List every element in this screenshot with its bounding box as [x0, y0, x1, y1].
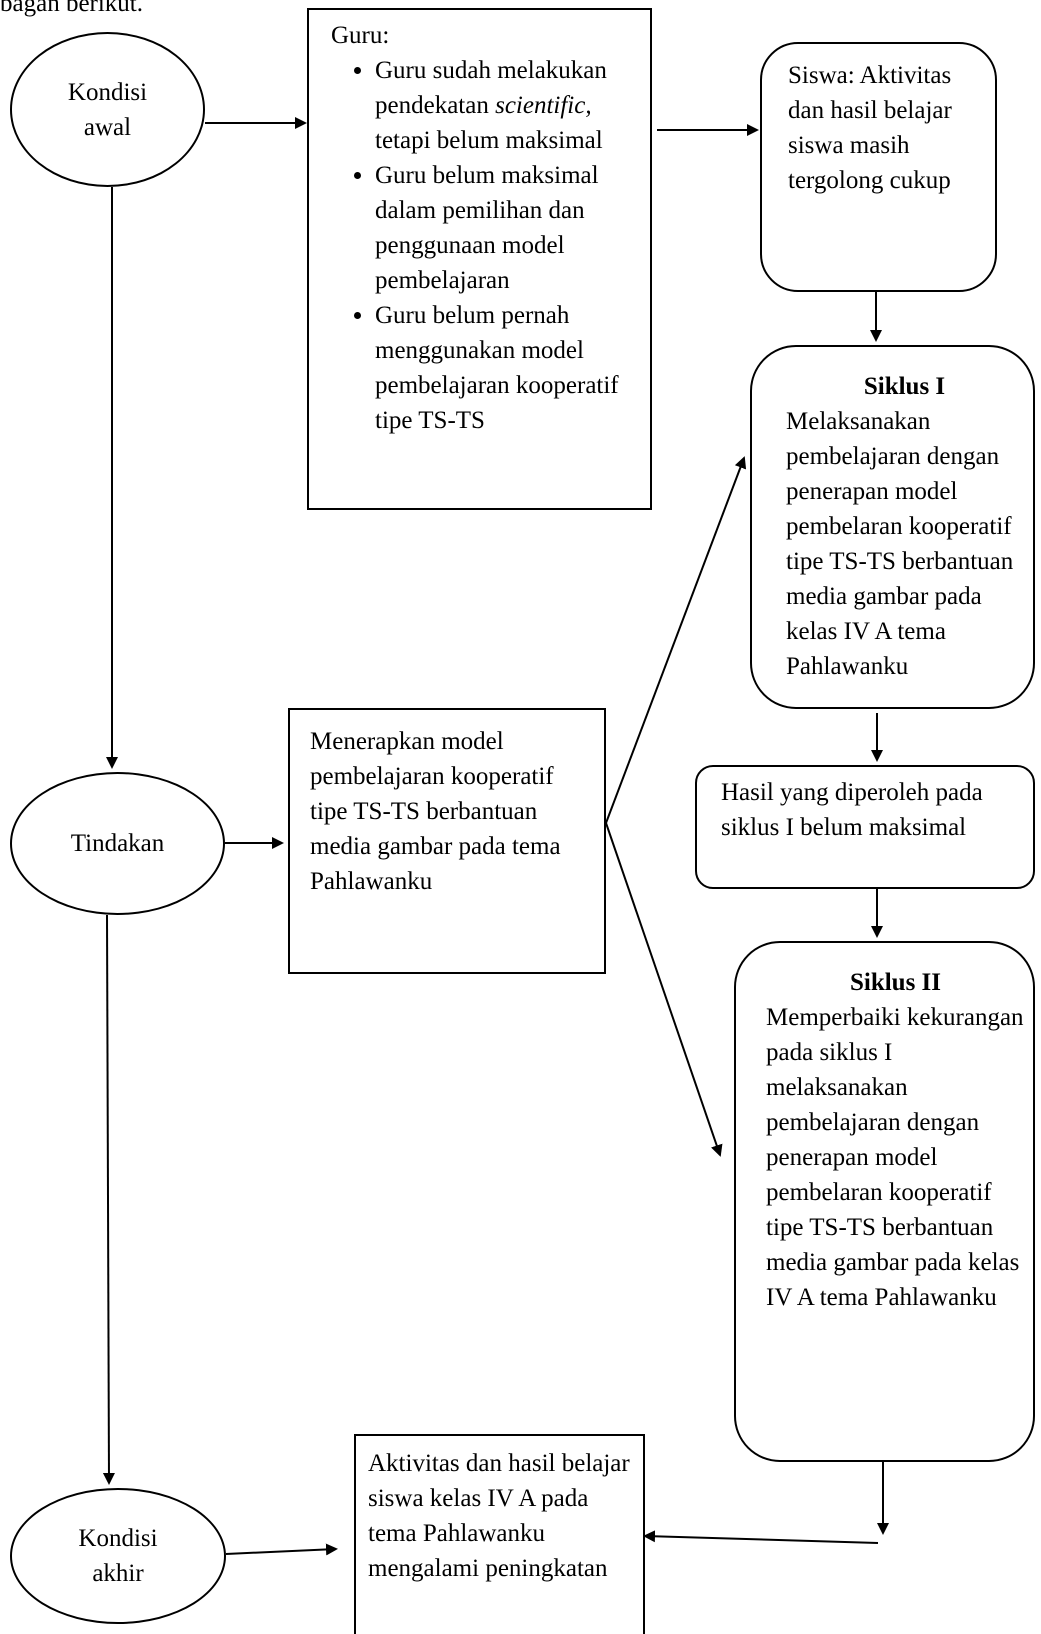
node-hasil: Hasil yang diperoleh pada siklus I belum… — [695, 765, 1035, 889]
node-guru-item-3: Guru belum pernah menggunakan model pemb… — [375, 298, 640, 438]
node-aktivitas-text: Aktivitas dan hasil belajar siswa kelas … — [368, 1450, 630, 1582]
node-siklus-2-title: Siklus II — [849, 969, 942, 996]
node-siklus-2-body: Memperbaiki kekurangan pada siklus I mel… — [766, 1004, 1024, 1311]
node-siswa: Siswa: Aktivitas dan hasil belajar siswa… — [760, 42, 997, 292]
node-guru-heading: Guru: — [331, 22, 390, 49]
node-tindakan-label: Tindakan — [70, 830, 165, 857]
arrow-kondisi-akhir-to-aktivitas — [225, 1543, 338, 1556]
node-guru-item-2: Guru belum maksimal dalam pemilihan dan … — [375, 158, 640, 298]
node-siklus-1: Siklus I Melaksanakan pembelajaran denga… — [750, 345, 1035, 709]
node-kondisi-akhir: Kondisi akhir — [10, 1488, 226, 1624]
node-kondisi-akhir-label: Kondisi akhir — [78, 1525, 158, 1587]
node-menerapkan: Menerapkan model pembelajaran kooperatif… — [288, 708, 606, 974]
node-guru: Guru: Guru sudah melakukan pendekatan sc… — [307, 8, 652, 510]
node-siswa-text: Siswa: Aktivitas dan hasil belajar siswa… — [788, 62, 952, 194]
arrow-tindakan-to-kondisi-akhir — [102, 914, 115, 1485]
node-menerapkan-text: Menerapkan model pembelajaran kooperatif… — [310, 728, 561, 895]
intro-text-fragment: bagan berikut. — [0, 0, 144, 17]
node-hasil-text: Hasil yang diperoleh pada siklus I belum… — [721, 779, 983, 841]
node-siklus-2: Siklus II Memperbaiki kekurangan pada si… — [734, 941, 1035, 1462]
node-tindakan: Tindakan — [10, 772, 225, 915]
arrow-to-aktivitas — [643, 1530, 879, 1544]
node-siklus-1-title: Siklus I — [863, 373, 946, 400]
node-kondisi-awal-label: Kondisi awal — [67, 78, 148, 141]
node-aktivitas: Aktivitas dan hasil belajar siswa kelas … — [354, 1434, 645, 1634]
node-guru-list: Guru sudah melakukan pendekatan scientif… — [317, 53, 640, 438]
node-guru-item-1: Guru sudah melakukan pendekatan scientif… — [375, 53, 640, 158]
node-kondisi-awal: Kondisi awal — [10, 32, 205, 187]
arrow-menerapkan-to-siklus1 — [605, 456, 747, 824]
arrow-menerapkan-to-siklus2 — [605, 822, 723, 1157]
node-siklus-1-body: Melaksanakan pembelajaran dengan penerap… — [786, 408, 1014, 680]
